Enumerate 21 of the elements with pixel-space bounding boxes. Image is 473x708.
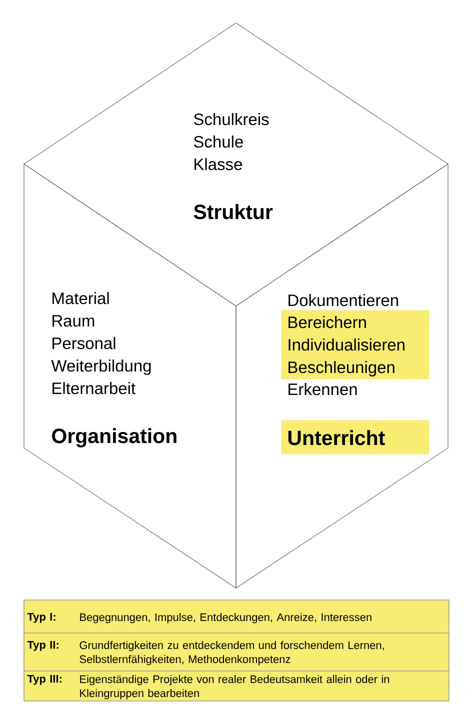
list-item: Beschleunigen [288, 361, 394, 376]
list-item: Elternarbeit [52, 382, 136, 394]
list-item: Weiterbildung [51, 360, 151, 375]
face-heading: Organisation [52, 428, 176, 448]
table-cell: Typ I: [24, 600, 75, 633]
highlight-box [281, 310, 430, 380]
face-heading: Struktur [194, 204, 273, 220]
highlight-box [281, 420, 430, 454]
list-item: Schule [194, 136, 243, 148]
list-item: Raum [52, 315, 94, 327]
list-item: Dokumentieren [288, 294, 398, 306]
list-item: Material [52, 292, 109, 304]
list-item: Erkennen [288, 383, 357, 396]
list-item: Personal [52, 337, 116, 350]
face-heading: Unterricht [288, 430, 385, 446]
list-item: Individualisieren [288, 338, 404, 351]
list-item: Bereichern [288, 316, 366, 328]
table-cell: Typ III: [24, 671, 75, 701]
list-item: Schulkreis [194, 113, 269, 126]
list-item: Klasse [194, 158, 242, 170]
table-cell: Typ II: [24, 633, 75, 671]
